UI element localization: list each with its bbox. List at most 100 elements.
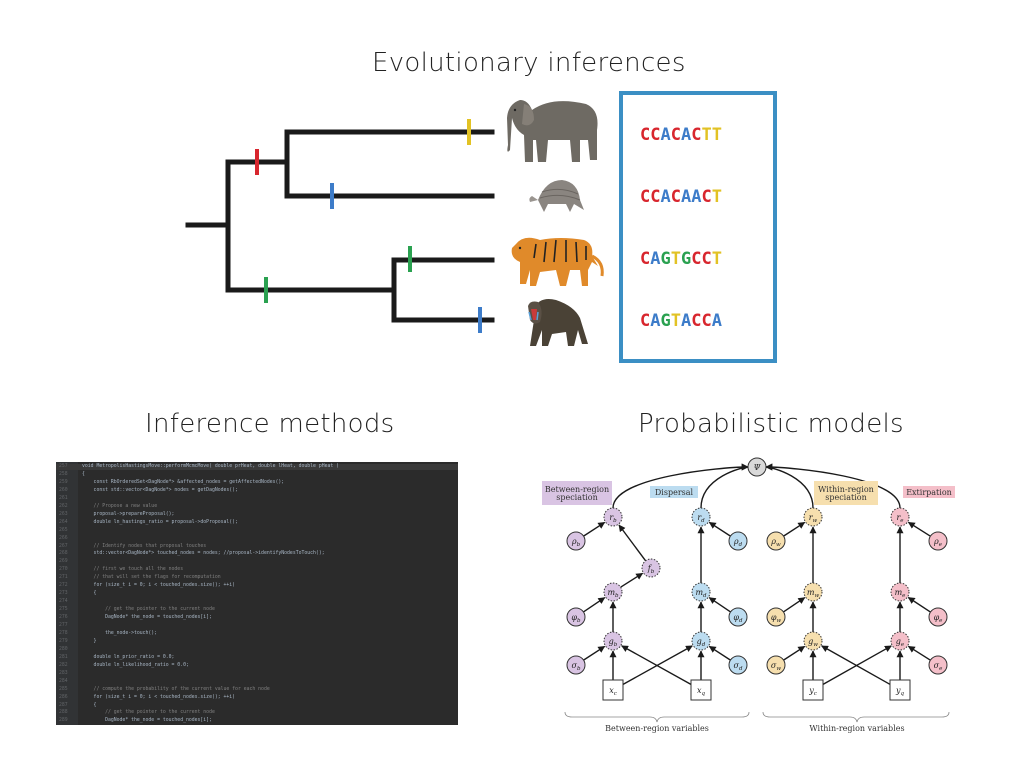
code-line: // Propose a new value [82,503,158,509]
line-number: 268 [59,551,68,557]
svg-text:σe: σe [934,661,943,672]
edge-f_b-r_b [618,524,647,562]
edge-sigma_d-g_d [708,645,731,661]
node-g-w: gw [803,631,823,651]
node-phi-b: φb [566,607,586,627]
line-number: 284 [59,678,68,684]
code-line: DagNode* the_node = touched_nodes[i]; [82,718,212,724]
edge-r_d-psi [700,463,749,509]
line-number: 273 [59,591,68,597]
line-number: 267 [59,543,68,549]
svg-text:md: md [695,588,707,599]
code-line: for (size_t i = 0; i < touched_nodes.siz… [82,694,236,700]
code-line: // get the pointer to the current node [82,710,215,716]
svg-text:rb: rb [609,513,617,524]
within-region-variables-label: Within-region variables [809,724,904,733]
node-r-b: rb [603,507,623,527]
inference-methods-title: Inference methods [145,409,395,439]
line-number: 266 [59,535,68,541]
svg-text:φd: φd [733,613,743,624]
svg-text:xc: xc [609,686,617,697]
alignment-box [619,91,777,363]
svg-text:φw: φw [771,613,782,624]
svg-text:fb: fb [647,564,655,575]
svg-text:ge: ge [896,637,905,648]
code-line: { [82,471,85,477]
code-line: const std::vector<DagNode*> nodes = getD… [82,487,238,493]
line-number: 274 [59,599,68,605]
line-number: 270 [59,567,68,573]
node-r-d: rd [691,507,711,527]
svg-text:σb: σb [572,661,581,672]
line-number: 279 [59,638,68,644]
line-number: 285 [59,686,68,692]
elephant-image [507,100,598,162]
brace-between [564,711,750,723]
svg-text:ρb: ρb [571,537,581,548]
code-line: const RbOrderedSet<DagNode*> &affected_n… [82,479,285,485]
edge-phi_b-m_b [583,597,606,613]
node-rho-e: ρe [928,531,948,551]
phylogenetic-tree [185,129,495,323]
box-extirpation: Extirpation [903,486,955,498]
edge-rho_b-r_b [583,521,606,537]
tiger-image [511,237,604,286]
code-line: for (size_t i = 0; i < touched_nodes.siz… [82,583,236,589]
svg-text:φb: φb [571,613,581,624]
mutation-ticks [255,119,482,333]
line-number: 257 [59,464,68,469]
line-number: 288 [59,710,68,716]
code-line: { [82,591,97,597]
svg-text:σw: σw [771,661,781,672]
sequence-1: CCACACTT [640,125,722,145]
node-x-c: xc [602,679,624,701]
svg-text:Between-region: Between-region [545,485,609,494]
edge-phi_e-m_e [907,596,931,613]
edge-x_q-g_b [621,645,693,686]
node-g-e: ge [890,631,910,651]
svg-text:σd: σd [734,661,743,672]
current-line-highlight [56,464,458,471]
code-line: double ln_likelihood_ratio = 0.0; [82,662,189,668]
line-number: 264 [59,519,68,525]
svg-text:yc: yc [808,686,817,697]
svg-text:Ψ: Ψ [753,463,761,472]
line-number: 259 [59,479,68,485]
node-f-b: fb [641,558,661,578]
svg-text:ρd: ρd [733,537,743,548]
model-edges [583,463,931,686]
edge-rho_e-r_e [907,521,931,537]
line-number: 283 [59,670,68,676]
svg-text:me: me [895,588,907,599]
code-line: // that will set the flags for recomputa… [82,575,221,581]
probabilistic-models-title: Probabilistic models [638,409,904,439]
code-line: { [82,702,97,708]
edge-r_b-psi [612,463,749,509]
line-number: 269 [59,559,68,565]
node-y-q: yq [889,679,911,701]
svg-text:gw: gw [808,637,818,648]
node-y-c: yc [802,679,824,701]
code-line: proposal->prepareProposal(); [82,511,175,517]
svg-text:yq: yq [895,686,905,697]
line-number: 282 [59,662,68,668]
box-dispersal: Dispersal [650,486,698,498]
line-number: 271 [59,575,68,581]
line-number: 281 [59,654,68,660]
code-line: // first we touch all the nodes [82,567,184,573]
node-m-d: md [691,582,711,602]
code-line: the_node->touch(); [82,630,158,636]
node-rho-d: ρd [728,531,748,551]
svg-text:re: re [896,513,904,524]
svg-text:mb: mb [607,588,619,599]
svg-text:gd: gd [697,637,706,648]
edge-phi_w-m_w [783,597,806,613]
evolutionary-inferences-title: Evolutionary inferences [372,48,686,78]
line-number: 277 [59,623,68,628]
line-number: 289 [59,718,68,724]
code-line: // compute the probability of the curren… [82,686,270,692]
svg-text:mw: mw [807,588,820,599]
edge-sigma_e-g_e [907,645,931,661]
